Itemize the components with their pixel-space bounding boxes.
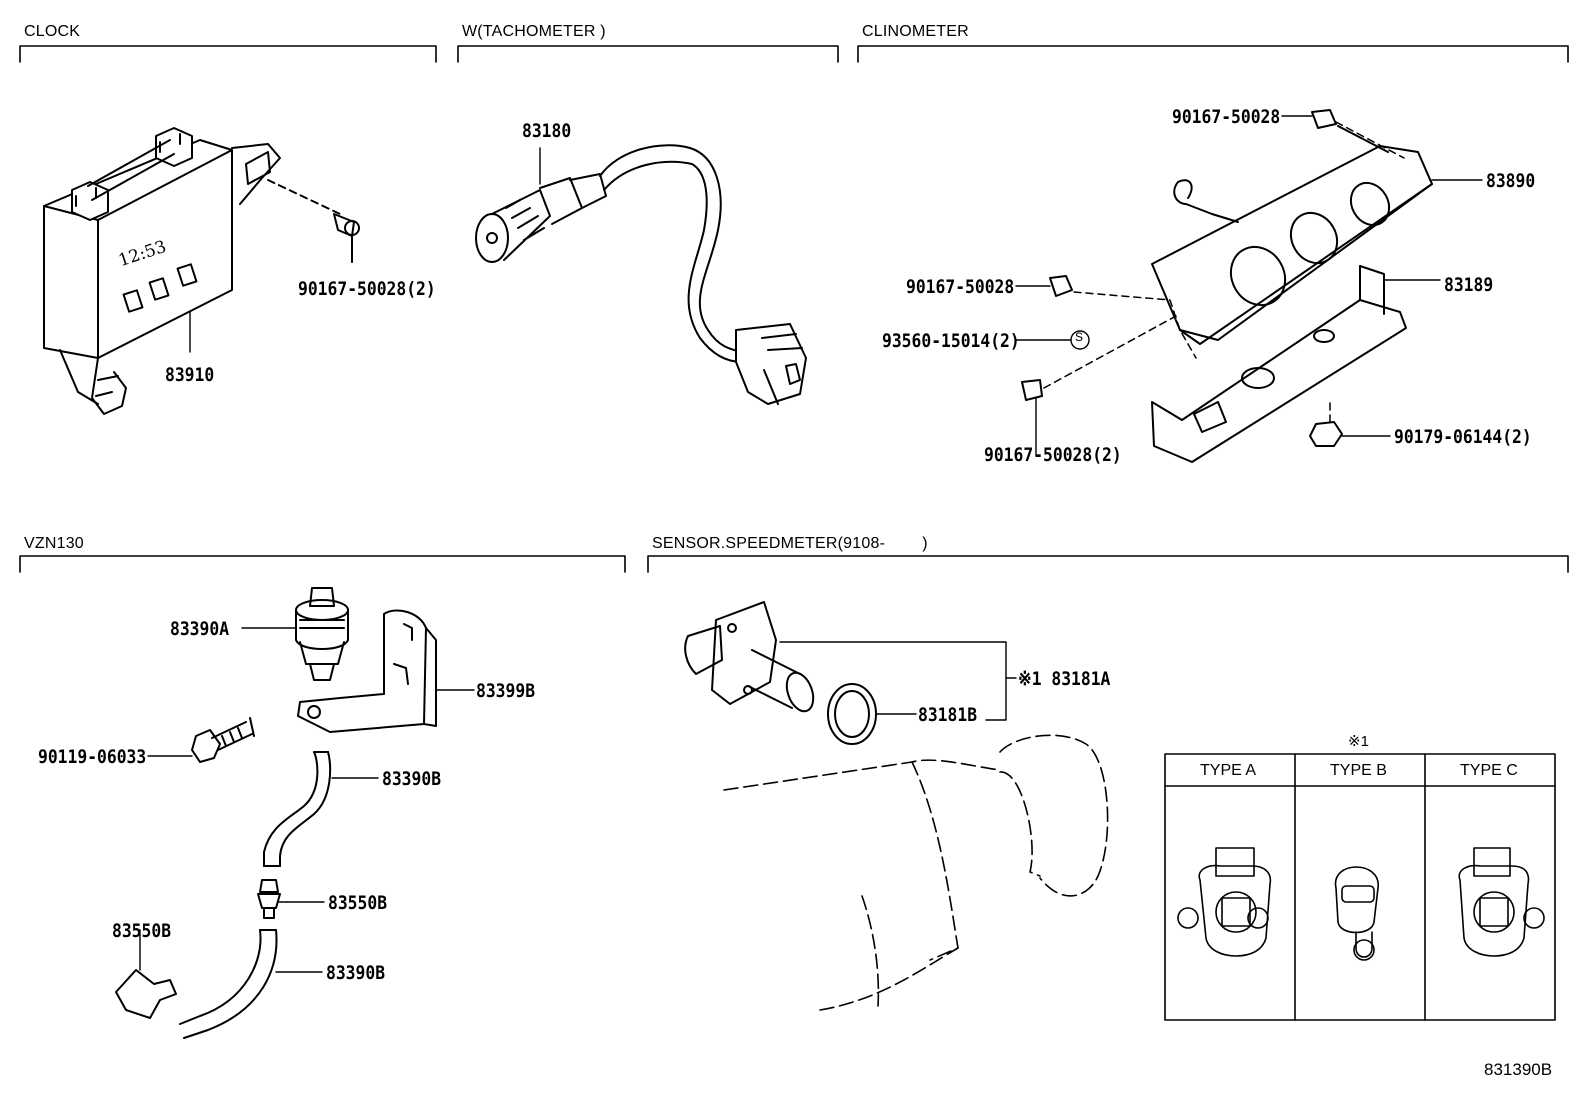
part-83390B-upper: 83390B [382,768,442,790]
vzn130-leaders [139,627,475,973]
part-83390B-lower: 83390B [326,962,386,984]
section-title-clock: CLOCK [24,23,81,40]
clock-unit-83910 [43,127,281,415]
section-title-speedometer: SENSOR.SPEEDMETER(9108- ) [652,535,928,552]
part-83180: 83180 [522,120,572,142]
vzn130-switch-83390A [295,587,349,681]
part-83550B-right: 83550B [328,892,388,914]
part-93560-15014: 93560-15014(2) [882,330,1020,352]
part-83910: 83910 [165,364,215,386]
vzn130-connectors-83550B [115,879,281,1019]
figure-code: 831390B [1484,1060,1553,1079]
part-90167-50028-low: 90167-50028(2) [984,444,1122,466]
type-c-label: TYPE C [1460,762,1518,779]
clinometer-bracket-83189 [1151,265,1407,463]
transmission-housing-phantom [723,734,1109,1011]
part-83890: 83890 [1486,170,1536,192]
tachometer-harness [599,144,807,405]
part-90167-50028-clock: 90167-50028(2) [298,278,436,300]
type-table [1164,753,1556,1021]
part-83189: 83189 [1444,274,1494,296]
type-b-label: TYPE B [1330,762,1387,779]
part-83550B-left: 83550B [112,920,172,942]
type-note-mark: ※1 [1348,733,1369,750]
type-a-icon [1177,847,1272,957]
clinometer-leaders [1015,115,1483,457]
s-mark: S [1075,330,1084,344]
part-83181A: ※1 83181A [1018,668,1111,690]
part-83390A: 83390A [170,618,230,640]
part-83399B: 83399B [476,680,536,702]
part-90167-50028-mid: 90167-50028 [906,276,1015,298]
speedometer-leaders [779,641,1017,721]
section-title-vzn130: VZN130 [24,535,84,552]
section-brackets [19,45,1569,573]
vzn130-hoses [179,751,332,1039]
type-c-icon [1458,847,1545,957]
part-83181B: 83181B [918,704,978,726]
part-90179-06144: 90179-06144(2) [1394,426,1532,448]
clinometer-dashed-lines [1043,121,1405,423]
part-90167-50028-top: 90167-50028 [1172,106,1281,128]
section-title-tachometer: W(TACHOMETER ) [462,23,606,40]
clinometer-fasteners [1021,109,1343,447]
section-title-clinometer: CLINOMETER [862,23,969,40]
part-90119-06033: 90119-06033 [38,746,147,768]
type-a-label: TYPE A [1200,762,1257,779]
vzn130-bolt-90119-06033 [191,717,255,763]
type-b-icon [1334,866,1379,961]
speedometer-sensor-83181A [684,601,877,745]
tachometer-sender-83180 [475,147,607,263]
clock-screw-90167-50028 [267,179,360,263]
clinometer-gauge-83890 [1151,125,1433,345]
vzn130-bracket-83399B [297,609,437,733]
